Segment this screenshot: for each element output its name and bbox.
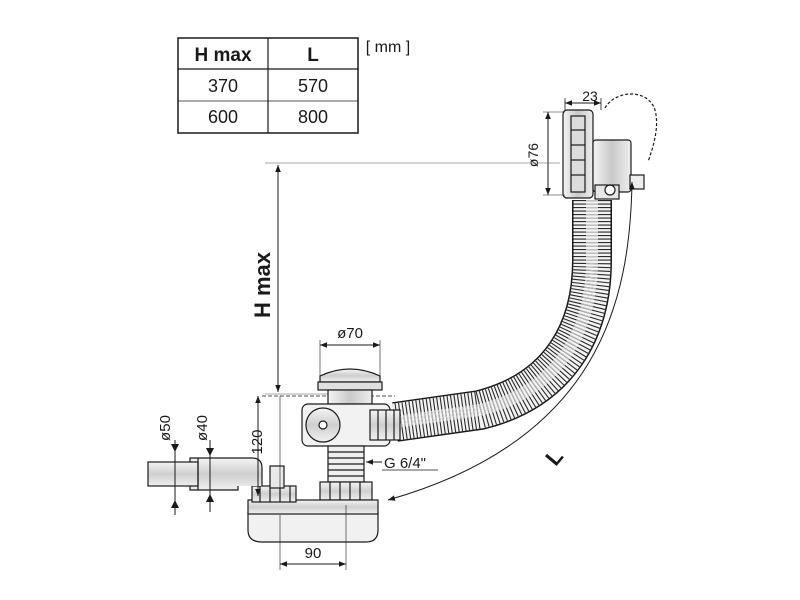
thread-label: G 6/4": [384, 455, 426, 472]
table-cell: 370: [208, 76, 238, 96]
table-cell: 570: [298, 76, 328, 96]
dim-d76-label: ø76: [525, 143, 541, 167]
dim-d50-label: ø50: [157, 415, 174, 441]
table-header-hmax: H max: [194, 45, 251, 66]
dim-90-label: 90: [305, 545, 322, 562]
dim-23-label: 23: [582, 88, 598, 104]
dimension-table: H max L 370 570 600 800: [177, 37, 359, 134]
dim-d40-label: ø40: [194, 415, 211, 441]
drain-assembly: [262, 368, 401, 501]
overflow-assembly: [562, 93, 658, 200]
h-max-label: H max: [250, 251, 275, 318]
table-cell: 800: [298, 107, 328, 127]
corrugated-hose: [392, 200, 612, 442]
l-label: L: [540, 444, 568, 470]
dim-d70-label: ø70: [337, 325, 363, 342]
units-label: [ mm ]: [366, 39, 410, 56]
dim-120-label: 120: [249, 429, 266, 454]
trap-assembly: [147, 457, 379, 543]
table-header-l: L: [307, 45, 319, 66]
table-cell: 600: [208, 107, 238, 127]
